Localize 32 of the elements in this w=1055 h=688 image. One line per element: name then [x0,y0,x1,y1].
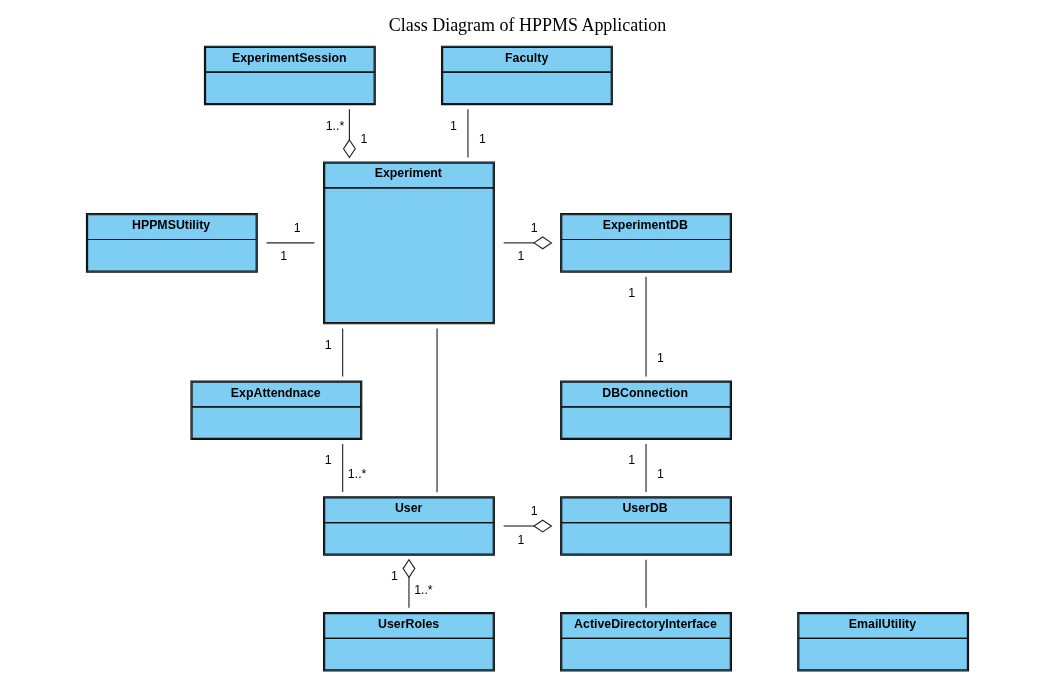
label: 1 [530,220,538,235]
label: 1 [628,286,636,301]
label: 1 [530,503,538,518]
label: 1..* [414,582,433,597]
connector [436,328,438,493]
connector [503,236,553,250]
connector [503,519,553,533]
connector [342,108,356,159]
label: 1 [450,118,457,133]
connector [342,443,344,493]
label: 1 [280,249,288,264]
label: 1 [657,351,664,366]
label: 1..* [347,466,367,481]
label: 1 [517,249,525,264]
connector [342,328,344,378]
connector [645,443,647,493]
label: 1 [478,132,486,147]
connector [402,558,416,609]
label: 1 [293,220,301,235]
label: 1 [628,453,636,468]
connector [467,108,469,158]
label: 1..* [325,118,345,133]
connector [645,276,647,377]
connector [266,242,315,244]
label: 1 [324,453,332,468]
label: 1 [360,132,368,147]
connector [645,559,647,609]
label: 1 [657,466,664,481]
label: 1 [324,337,332,352]
label: 1 [517,532,525,547]
label: 1 [391,569,398,584]
diagram-title: Class Diagram of HPPMS Application [388,15,667,36]
